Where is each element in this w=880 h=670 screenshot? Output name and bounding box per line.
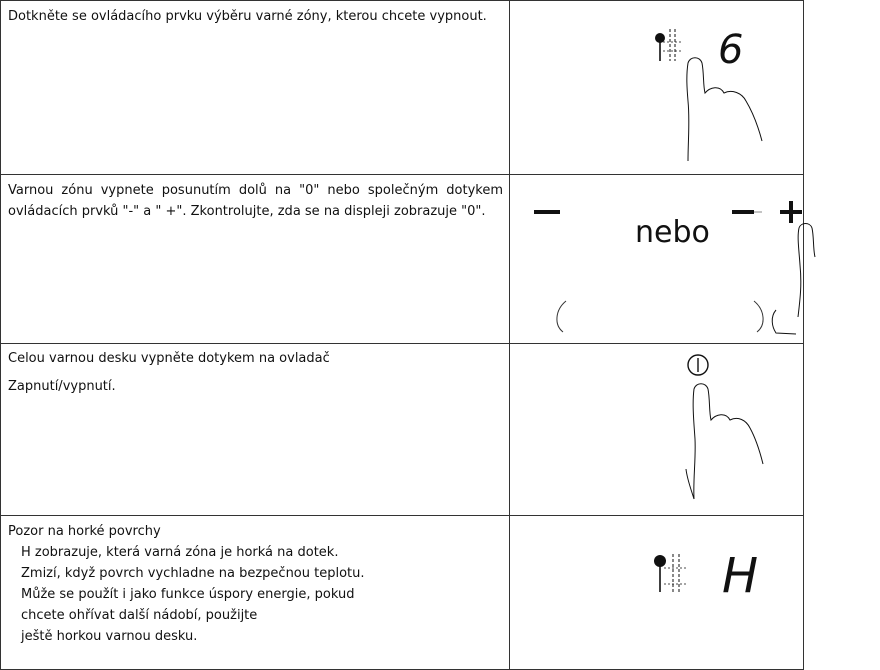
- instruction-text: Pozor na horké povrchy H zobrazuje, kter…: [0, 515, 510, 670]
- warning-title: Pozor na horké povrchy: [8, 524, 161, 539]
- illustration-cell: nebo: [509, 174, 816, 344]
- instruction-line: Zapnutí/vypnutí.: [8, 379, 116, 394]
- zone-off-slider-illustration: nebo: [534, 201, 816, 335]
- zone-off-illustration: 6: [655, 27, 763, 162]
- illustration-cell: 6: [509, 0, 804, 175]
- instruction-text: Celou varnou desku vypněte dotykem na ov…: [0, 343, 510, 516]
- instruction-line: Celou varnou desku vypněte dotykem na ov…: [8, 351, 330, 366]
- instruction-text: Varnou zónu vypnete posunutím dolů na "0…: [0, 174, 510, 344]
- warning-line: Zmizí, když povrch vychladne na bezpečno…: [21, 566, 365, 581]
- instruction-text: Dotkněte se ovládacího prvku výběru varn…: [0, 0, 510, 175]
- slider-bracket-icon: [556, 300, 567, 333]
- illustration-cell: H: [509, 515, 804, 670]
- instruction-row: Varnou zónu vypnete posunutím dolů na "0…: [0, 174, 816, 344]
- plus-icon: [780, 201, 802, 223]
- warning-line: ještě horkou varnou desku.: [21, 629, 198, 644]
- power-icon: [687, 354, 709, 376]
- warning-line: chcete ohřívat další nádobí, použijte: [21, 608, 258, 623]
- warning-line: Může se použít i jako funkce úspory ener…: [21, 587, 355, 602]
- instruction-table: Dotkněte se ovládacího prvku výběru varn…: [0, 0, 816, 670]
- zone-select-icon: [655, 29, 682, 61]
- hot-surface-illustration: H: [654, 548, 758, 604]
- instruction-row: Celou varnou desku vypněte dotykem na ov…: [0, 343, 804, 516]
- pointing-hand-icon: [686, 57, 763, 162]
- zone-select-icon: [654, 554, 686, 594]
- illustration-cell: [509, 343, 804, 516]
- warning-line: H zobrazuje, která varná zóna je horká n…: [21, 545, 339, 560]
- minus-icon: [534, 210, 560, 214]
- hob-off-illustration: [685, 354, 764, 500]
- instruction-row: Pozor na horké povrchy H zobrazuje, kter…: [0, 515, 804, 670]
- display-letter: H: [722, 548, 758, 604]
- slider-bracket-icon: [753, 300, 764, 333]
- slider-bracket-icon: [771, 309, 797, 335]
- pointing-hand-icon: [797, 223, 816, 318]
- pointing-hand-icon: [685, 383, 764, 500]
- instruction-row: Dotkněte se ovládacího prvku výběru varn…: [0, 0, 804, 175]
- minus-icon: [732, 210, 762, 214]
- or-text: nebo: [635, 215, 710, 250]
- display-digit: 6: [718, 27, 743, 73]
